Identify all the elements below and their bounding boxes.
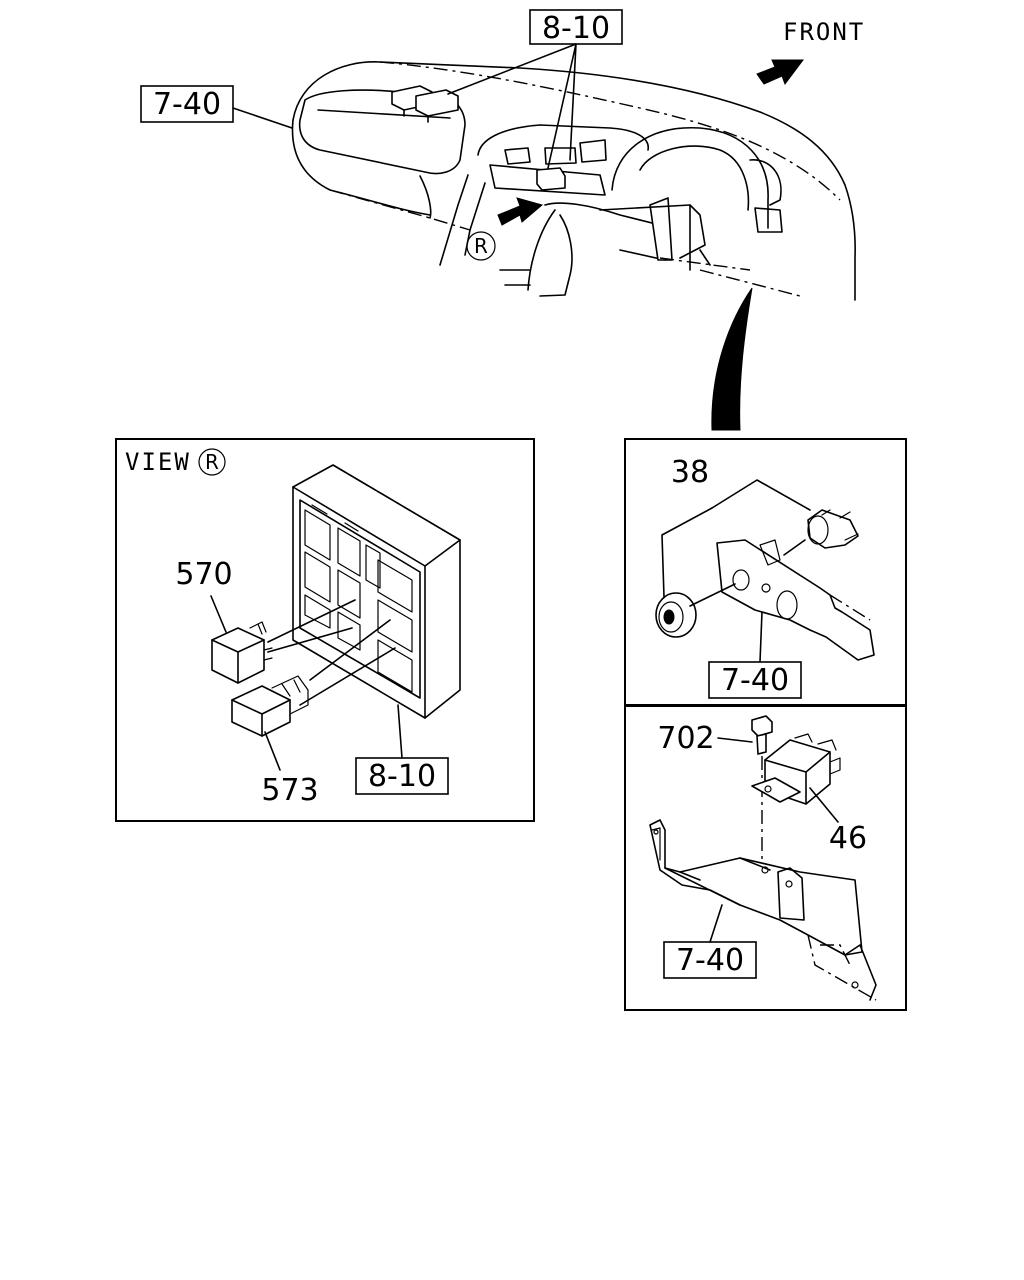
dashboard-overview: R FRONT 7-40 8-10 [140,9,865,431]
ref-label-8-10-view: 8-10 [368,759,436,794]
view-title-marker: R [205,450,219,474]
front-label: FRONT [783,18,865,46]
ref-box-7-40-top [708,661,802,699]
ref-box-7-40-main [140,85,234,123]
ref-label-7-40-top: 7-40 [721,663,789,698]
ref-label-8-10-main: 8-10 [542,11,610,46]
relay-46: 46 [751,733,867,856]
view-r-panel: VIEW R [115,438,535,822]
relay-573: 573 [231,619,396,808]
part-number-38: 38 [671,455,709,490]
ref-label-7-40-main: 7-40 [153,87,221,122]
view-marker-r: R [474,234,488,258]
part-number-570: 570 [175,557,232,592]
view-title: VIEW [125,448,191,476]
detail-panel-bottom: 702 46 7-40 [624,704,907,1011]
ref-label-7-40-bottom: 7-40 [676,943,744,978]
part-number-702: 702 [657,721,714,756]
relay-570: 570 [175,557,356,684]
detail-panel-top: 38 7-40 [624,438,907,707]
part-number-573: 573 [261,773,318,808]
relay-block [292,464,461,719]
part-number-46: 46 [829,821,867,856]
